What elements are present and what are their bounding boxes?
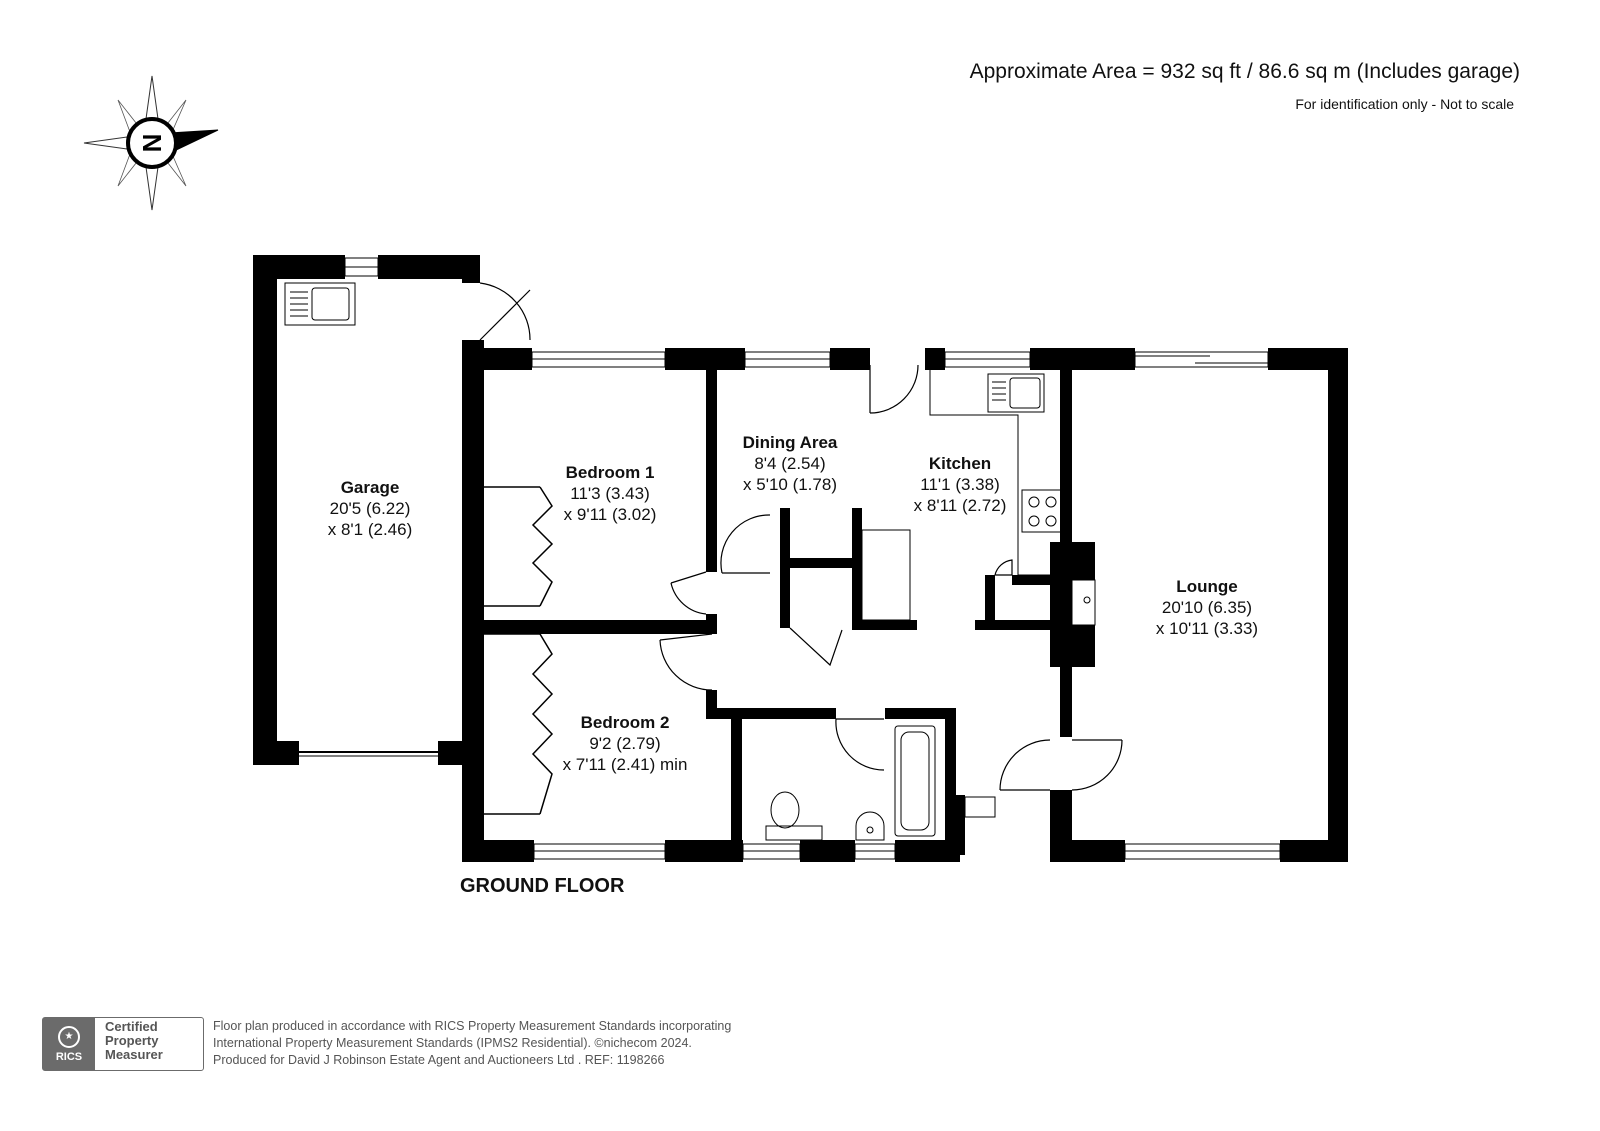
step-icon: [964, 796, 996, 818]
bath-icon: [894, 725, 936, 837]
doors: [479, 282, 1123, 791]
garage-sink-icon: [284, 282, 356, 326]
basin-icon: [855, 811, 885, 841]
footer-text: Floor plan produced in accordance with R…: [213, 1019, 732, 1067]
scale-note: For identification only - Not to scale: [1295, 96, 1514, 112]
walls: [253, 255, 1348, 862]
rics-badge: ★ RICS Certified Property Measurer: [42, 1017, 204, 1071]
room-garage: Garage 20'5 (6.22) x 8'1 (2.46): [327, 478, 413, 539]
fireplace-icon: [1071, 579, 1096, 626]
compass-north-letter: N: [137, 134, 167, 153]
hob-icon: [1021, 489, 1063, 533]
room-kitchen: Kitchen 11'1 (3.38) x 8'11 (2.72): [913, 454, 1007, 515]
toilet-icon: [765, 825, 823, 841]
room-dining-area: Dining Area 8'4 (2.54) x 5'10 (1.78): [742, 433, 838, 494]
compass-rose-icon: N: [83, 75, 219, 211]
room-bedroom-1: Bedroom 1 11'3 (3.43) x 9'11 (3.02): [563, 463, 657, 524]
room-bedroom-2: Bedroom 2 9'2 (2.79) x 7'11 (2.41) min: [562, 713, 688, 774]
windows: [299, 257, 1281, 860]
approximate-area: Approximate Area = 932 sq ft / 86.6 sq m…: [969, 60, 1520, 83]
rics-lion-icon: ★: [58, 1025, 80, 1048]
kitchen-sink-icon: [987, 373, 1045, 413]
floor-label: GROUND FLOOR: [460, 875, 625, 897]
fixtures: [284, 282, 1096, 841]
rics-badge-text: Certified Property Measurer: [105, 1019, 163, 1062]
wardrobes: [484, 486, 554, 815]
rics-logo: ★ RICS: [43, 1018, 95, 1070]
cupboard-icon: [861, 529, 911, 621]
kitchen-worktop: [929, 370, 1060, 576]
room-lounge: Lounge 20'10 (6.35) x 10'11 (3.33): [1155, 577, 1259, 638]
